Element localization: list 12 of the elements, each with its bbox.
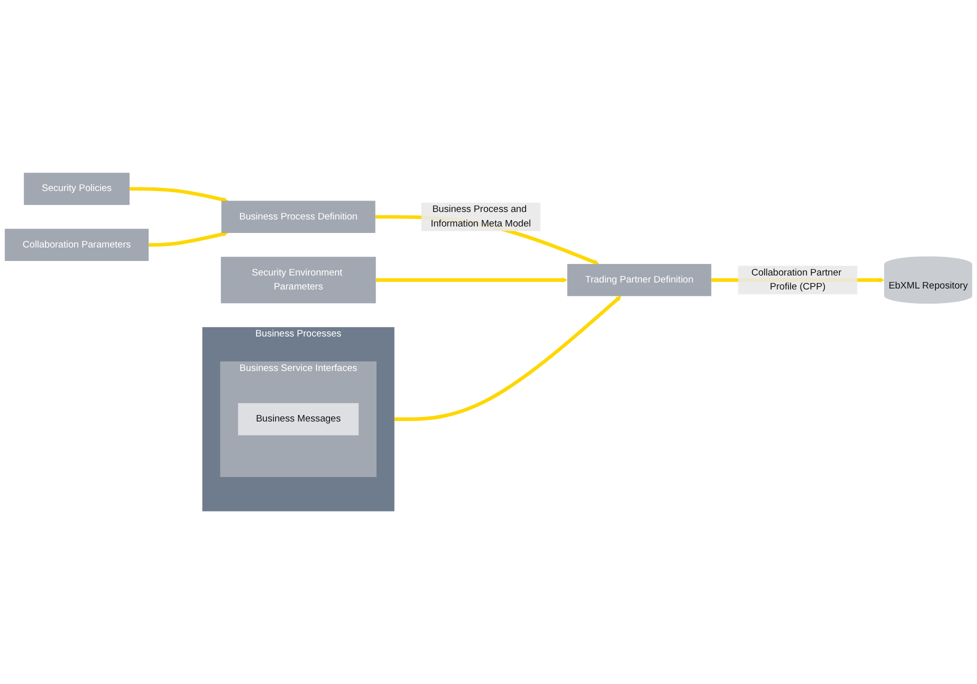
arrow [148,231,228,247]
edge-label: Collaboration Partner Profile (CPP) [751,268,842,292]
edge-label: Business Process and Information Meta Model [430,204,531,229]
node-box: Security Environment Parameters [220,256,376,304]
arrow [130,187,228,202]
node-box: Trading Partner Definition [567,264,712,296]
arrow [376,277,568,283]
arrow [394,296,622,421]
node-box: Security Policies [24,172,130,205]
node-box: Business Messages [238,403,359,436]
node-box: Business Process Definition [221,200,376,233]
node-box: Collaboration Parameters [4,228,149,261]
